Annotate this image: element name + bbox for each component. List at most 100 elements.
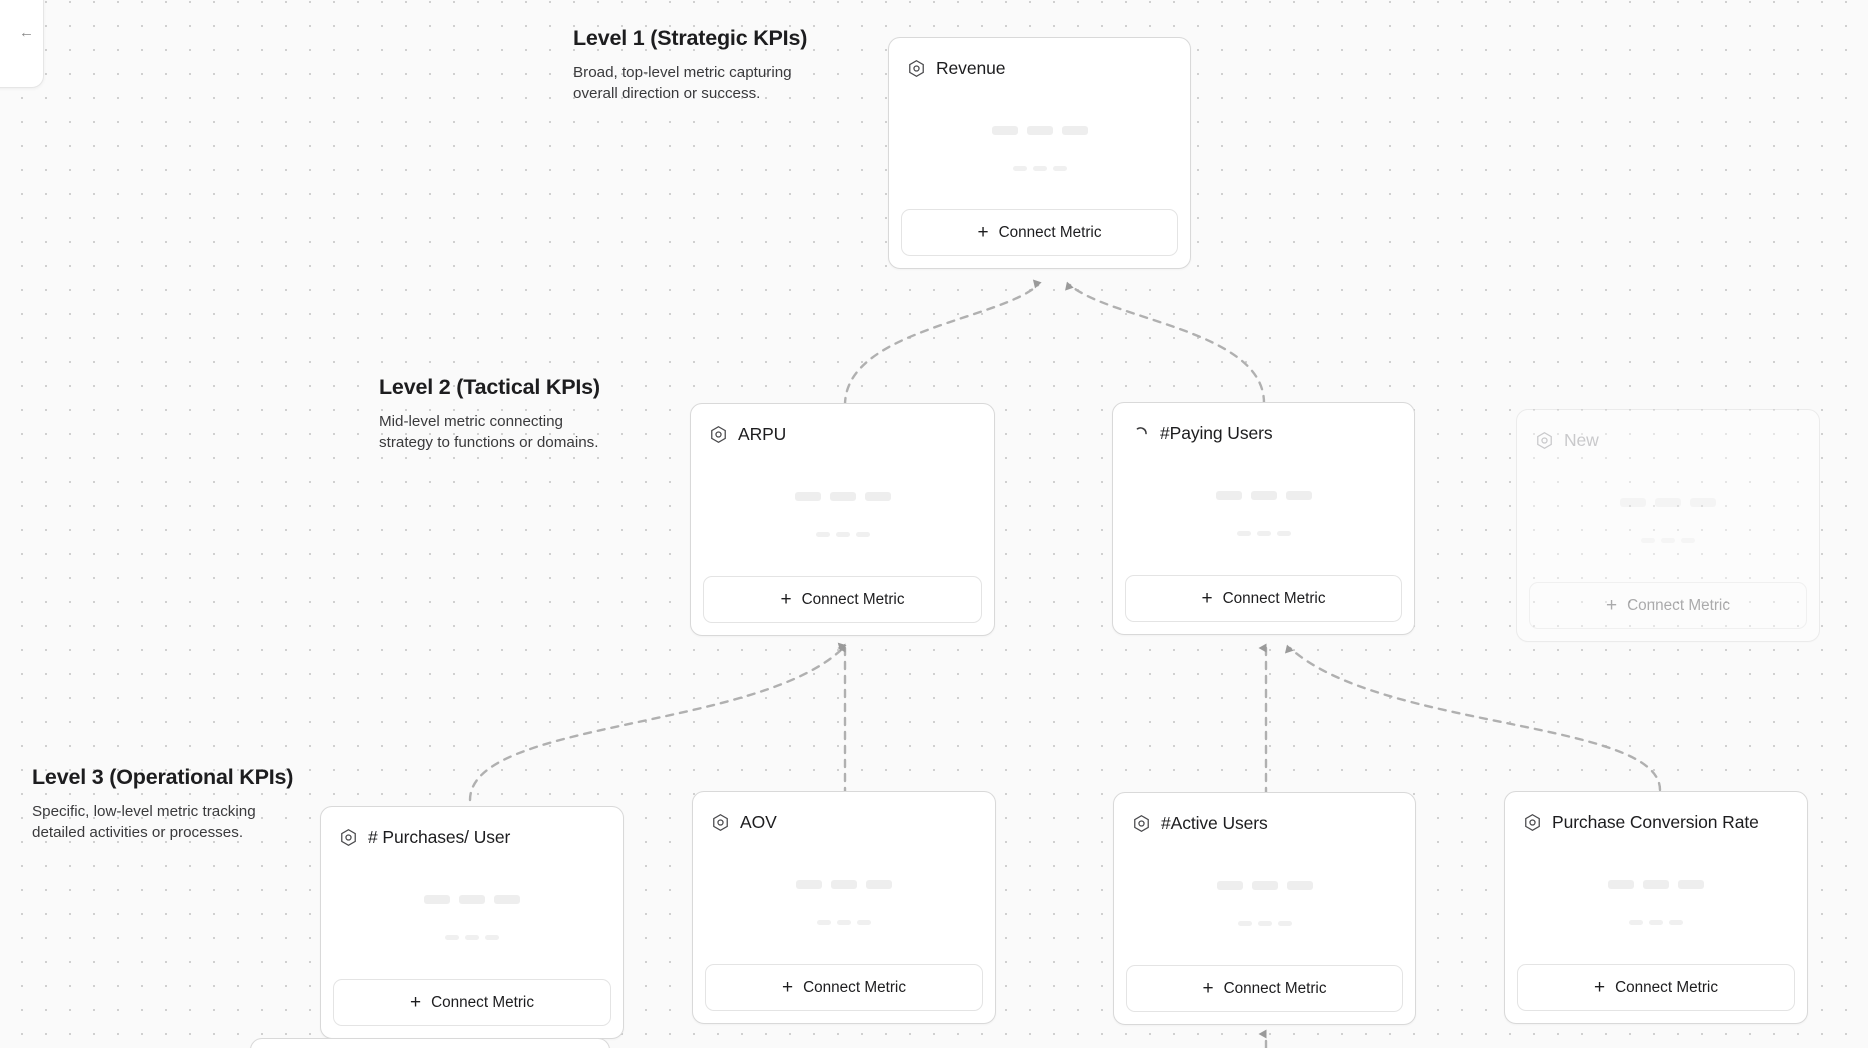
skeleton-bar [1256, 531, 1271, 536]
node-skeleton-body [321, 851, 623, 979]
connect-metric-button[interactable]: + Connect Metric [705, 964, 983, 1011]
skeleton-bar [1678, 880, 1704, 889]
skeleton-bar [465, 935, 479, 940]
connect-metric-button[interactable]: + Connect Metric [1126, 965, 1403, 1012]
skeleton-bar [815, 532, 830, 537]
node-skeleton-body [693, 836, 995, 964]
metric-node-new[interactable]: New + Connect Metric [1516, 409, 1820, 642]
skeleton-bar [1643, 880, 1669, 889]
skeleton-bar [835, 532, 850, 537]
connect-metric-label: Connect Metric [1223, 979, 1327, 997]
skeleton-row-primary [889, 126, 1190, 135]
node-header: Revenue [889, 38, 1190, 82]
skeleton-row-secondary [1113, 531, 1414, 536]
skeleton-bar [866, 880, 892, 889]
node-title: AOV [740, 811, 777, 832]
left-panel-peek[interactable]: ← [0, 0, 44, 88]
skeleton-bar [1661, 538, 1675, 543]
metric-node-purchase-conversion-rate[interactable]: Purchase Conversion Rate + Connect Metri… [1504, 791, 1808, 1024]
skeleton-bar [855, 532, 870, 537]
skeleton-bar [424, 895, 450, 904]
plus-icon: + [977, 222, 989, 243]
metric-node-bottom-peek[interactable] [250, 1038, 610, 1048]
level-1-annotation: Level 1 (Strategic KPIs) Broad, top-leve… [573, 26, 818, 105]
plus-icon: + [1201, 588, 1213, 609]
skeleton-row-primary [693, 880, 995, 889]
skeleton-bar [1237, 921, 1252, 926]
skeleton-bar [459, 895, 485, 904]
skeleton-bar [857, 920, 871, 925]
level-1-title: Level 1 (Strategic KPIs) [573, 26, 808, 50]
metric-node-arpu[interactable]: ARPU + Connect Metric [690, 403, 995, 636]
skeleton-bar [829, 492, 856, 501]
connect-metric-label: Connect Metric [1615, 978, 1718, 996]
metric-node-revenue[interactable]: Revenue + Connect Metric [888, 37, 1191, 269]
connect-metric-label: Connect Metric [801, 590, 905, 608]
connect-metric-label: Connect Metric [1222, 589, 1326, 607]
node-header: New [1517, 410, 1819, 454]
skeleton-row-primary [691, 492, 994, 501]
skeleton-bar [494, 895, 520, 904]
skeleton-row-secondary [691, 532, 994, 537]
skeleton-bar [837, 920, 851, 925]
connect-metric-button[interactable]: + Connect Metric [333, 979, 611, 1026]
hexagon-target-icon [909, 59, 924, 77]
hexagon-target-icon [711, 425, 726, 443]
level-2-title: Level 2 (Tactical KPIs) [379, 375, 600, 399]
skeleton-bar [1669, 920, 1683, 925]
skeleton-bar [1285, 491, 1312, 500]
skeleton-bar [1620, 498, 1646, 507]
level-2-annotation: Level 2 (Tactical KPIs) Mid-level metric… [379, 375, 619, 454]
metric-node-purchases-per-user[interactable]: # Purchases/ User + Connect Metric [320, 806, 624, 1039]
metric-node-aov[interactable]: AOV + Connect Metric [692, 791, 996, 1024]
loading-spinner-icon [1136, 426, 1147, 434]
skeleton-bar [1681, 538, 1695, 543]
metric-node-active-users[interactable]: #Active Users + Connect Metric [1113, 792, 1416, 1025]
level-3-description: Specific, low-level metric tracking deta… [32, 803, 256, 841]
node-header: Purchase Conversion Rate [1505, 792, 1807, 836]
skeleton-row-secondary [1505, 920, 1807, 925]
skeleton-bar [1276, 531, 1291, 536]
hexagon-target-icon [713, 813, 728, 831]
skeleton-bar [1215, 491, 1242, 500]
hexagon-target-icon [341, 828, 356, 846]
connect-metric-label: Connect Metric [998, 223, 1102, 241]
skeleton-row-secondary [321, 935, 623, 940]
connect-metric-button[interactable]: + Connect Metric [901, 209, 1178, 256]
skeleton-row-primary [1114, 881, 1415, 890]
skeleton-bar [1690, 498, 1716, 507]
skeleton-bar [1216, 881, 1243, 890]
node-skeleton-body [691, 448, 994, 576]
skeleton-bar [991, 126, 1018, 135]
connect-metric-button[interactable]: + Connect Metric [703, 576, 982, 623]
skeleton-bar [1026, 126, 1053, 135]
node-skeleton-body [1517, 454, 1819, 582]
skeleton-bar [1286, 881, 1313, 890]
plus-icon: + [780, 589, 792, 610]
plus-icon: + [1594, 977, 1606, 998]
back-arrow-icon[interactable]: ← [19, 24, 34, 41]
plus-icon: + [782, 977, 794, 998]
skeleton-bar [1629, 920, 1643, 925]
node-title: #Paying Users [1160, 422, 1273, 443]
skeleton-bar [485, 935, 499, 940]
metric-node-paying-users[interactable]: #Paying Users + Connect Metric [1112, 402, 1415, 635]
connect-metric-button[interactable]: + Connect Metric [1529, 582, 1807, 629]
node-title: #Active Users [1161, 812, 1268, 833]
connect-metric-label: Connect Metric [1627, 596, 1730, 614]
skeleton-row-secondary [1517, 538, 1819, 543]
connect-metric-button[interactable]: + Connect Metric [1517, 964, 1795, 1011]
node-header: AOV [693, 792, 995, 836]
node-skeleton-body [1113, 447, 1414, 575]
skeleton-row-primary [321, 895, 623, 904]
node-title: # Purchases/ User [368, 826, 511, 847]
hexagon-target-icon [1134, 814, 1149, 832]
skeleton-row-primary [1113, 491, 1414, 500]
node-skeleton-body [889, 82, 1190, 209]
connect-metric-button[interactable]: + Connect Metric [1125, 575, 1402, 622]
skeleton-row-secondary [889, 166, 1190, 171]
hexagon-target-icon [1537, 431, 1552, 449]
skeleton-bar [794, 492, 821, 501]
level-1-description: Broad, top-level metric capturing overal… [573, 64, 792, 102]
